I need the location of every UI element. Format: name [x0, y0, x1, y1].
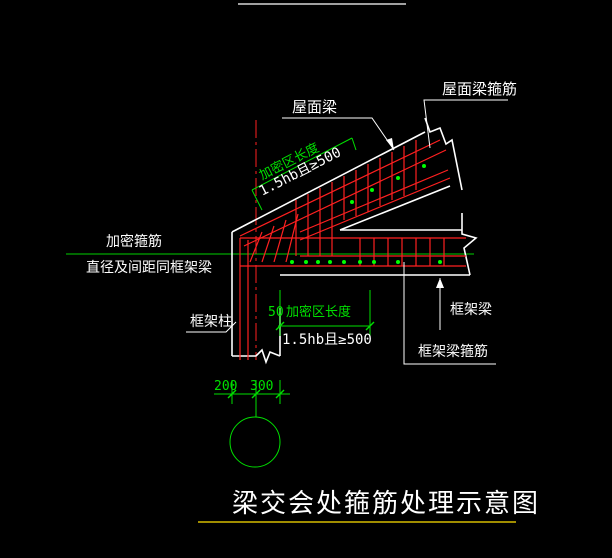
label-frame-column: 框架柱 — [190, 314, 232, 330]
label-add-stirrup: 加密箍筋 — [106, 233, 162, 250]
structure-outline — [231, 117, 478, 365]
label-frame-beam: 框架梁 — [450, 302, 492, 318]
label-frame-beam-stirrup: 框架梁箍筋 — [418, 343, 488, 360]
rebar-lines — [239, 139, 466, 360]
label-add-stirrup-note: 直径及间距同框架梁 — [86, 259, 212, 276]
stirrup-dots — [290, 164, 442, 264]
dim-dense-zone-lower-value: 1.5hb且≥500 — [282, 332, 372, 348]
diagram-title: 梁交会处箍筋处理示意图 — [232, 489, 540, 519]
leader-lines — [186, 99, 508, 365]
dim-col-left: 200 — [214, 379, 237, 394]
dim-dense-zone-lower: 加密区长度 — [286, 304, 351, 320]
label-roof-beam: 屋面梁 — [292, 98, 337, 116]
label-roof-beam-stirrup: 屋面梁箍筋 — [442, 80, 517, 98]
arrowhead — [436, 278, 444, 288]
dim-dense-zone-lower-prefix: 50 — [268, 305, 284, 320]
dimension-ticks — [227, 321, 375, 399]
dim-col-right: 300 — [250, 379, 273, 394]
dimension-lines — [214, 137, 371, 468]
arrowhead — [386, 138, 394, 150]
